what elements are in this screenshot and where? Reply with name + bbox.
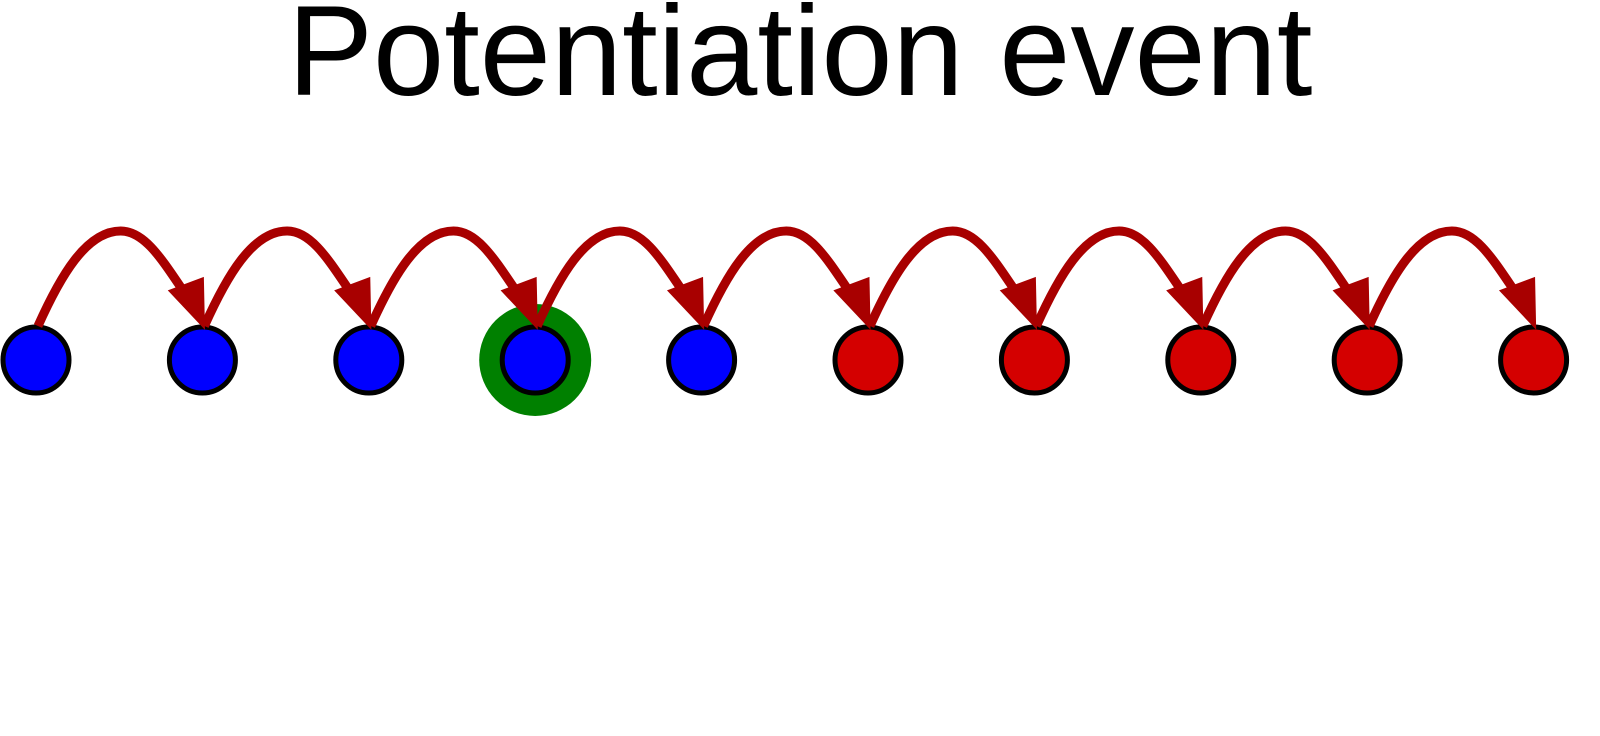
node-red-9 <box>1331 324 1403 396</box>
arrow-curve <box>1198 226 1356 328</box>
arrowhead <box>167 276 205 330</box>
arrow-curve <box>1032 226 1190 328</box>
node-blue-2 <box>166 324 238 396</box>
arrowhead <box>666 276 705 330</box>
arrow-curve <box>699 226 857 328</box>
arrow-curve <box>33 226 192 328</box>
arrow-2 <box>200 226 372 330</box>
arrow-4 <box>533 226 705 330</box>
diagram-title: Potentiation event <box>287 0 1313 123</box>
arrow-7 <box>1032 226 1204 330</box>
node-blue-3 <box>333 324 405 396</box>
arrow-8 <box>1198 226 1370 330</box>
node-blue-1 <box>0 324 72 396</box>
node-red-8 <box>1165 324 1237 396</box>
arrowhead <box>1332 276 1370 330</box>
arrow-5 <box>699 226 871 330</box>
arrowhead <box>999 276 1037 330</box>
node-red-10 <box>1498 324 1570 396</box>
node-red-6 <box>832 324 904 396</box>
arrow-curve <box>865 226 1024 328</box>
arrowhead <box>1166 276 1204 330</box>
arrow-1 <box>33 226 205 330</box>
arrow-6 <box>865 226 1037 330</box>
arrowhead <box>833 276 871 330</box>
arrow-curve <box>366 226 524 328</box>
node-blue-5 <box>666 324 738 396</box>
arrow-9 <box>1365 226 1537 330</box>
arrow-3 <box>366 226 538 330</box>
arrow-curve <box>533 226 691 328</box>
node-blue-4 <box>499 324 571 396</box>
arrowhead <box>1498 276 1537 330</box>
node-red-7 <box>998 324 1070 396</box>
arrowhead <box>334 276 372 330</box>
arrow-curve <box>1365 226 1523 328</box>
arrowhead <box>500 276 538 330</box>
arrow-curve <box>200 226 358 328</box>
